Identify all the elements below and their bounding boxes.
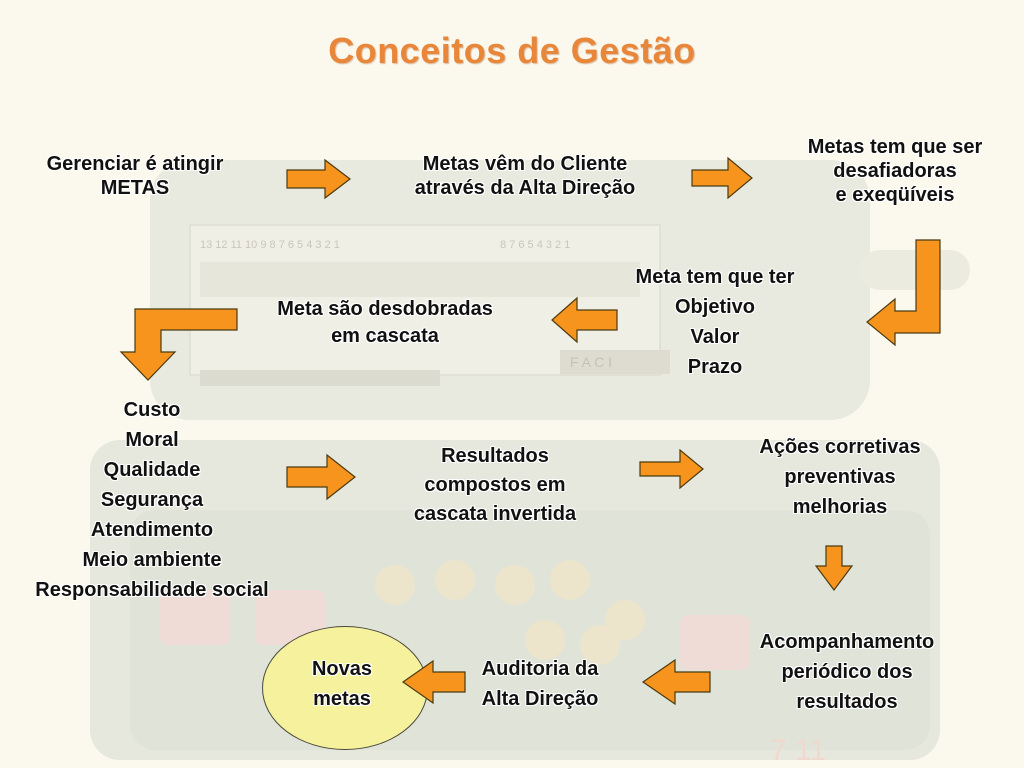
arrow-bent-right bbox=[866, 239, 941, 347]
node-line: Responsabilidade social bbox=[35, 579, 269, 601]
node-line: cascata invertida bbox=[413, 503, 577, 525]
node-line: Custo bbox=[123, 399, 181, 421]
node-line: metas bbox=[313, 688, 371, 710]
node-line: Auditoria da bbox=[481, 658, 599, 680]
node-meta-desdobradas: Meta são desdobradas em cascata bbox=[240, 296, 530, 350]
arrow-right-2 bbox=[691, 156, 753, 200]
arrow-left-1 bbox=[551, 296, 618, 344]
node-line: preventivas bbox=[784, 466, 896, 488]
node-line: compostos em bbox=[424, 474, 566, 496]
node-line: Segurança bbox=[100, 489, 204, 511]
svg-text:8 7 6 5 4 3 2 1: 8 7 6 5 4 3 2 1 bbox=[500, 239, 570, 251]
node-dimensoes: Custo Moral Qualidade Segurança Atendime… bbox=[2, 395, 302, 605]
arrow-left-3 bbox=[401, 659, 466, 705]
node-metas-cliente: Metas vêm do Cliente através da Alta Dir… bbox=[365, 152, 685, 200]
node-line: periódico dos bbox=[781, 661, 913, 683]
node-auditoria: Auditoria da Alta Direção bbox=[445, 654, 635, 714]
node-line: em cascata bbox=[331, 325, 439, 347]
svg-text:7 11: 7 11 bbox=[770, 734, 826, 767]
node-line: e exeqüíveis bbox=[835, 184, 955, 206]
svg-text:F A C I: F A C I bbox=[570, 354, 612, 370]
node-line: Resultados bbox=[441, 445, 549, 467]
node-line: Alta Direção bbox=[481, 688, 599, 710]
page-title: Conceitos de Gestão bbox=[328, 30, 696, 71]
arrow-right-1 bbox=[286, 158, 351, 200]
node-line: melhorias bbox=[792, 496, 888, 518]
node-line: Meta tem que ter bbox=[635, 266, 795, 288]
arrow-right-3 bbox=[286, 453, 356, 501]
node-line: Moral bbox=[125, 429, 179, 451]
node-acompanhamento: Acompanhamento periódico dos resultados bbox=[727, 627, 967, 717]
node-line: Novas bbox=[311, 658, 373, 680]
svg-text:13 12 11 10 9 8 7 6 5 4 3 2 1: 13 12 11 10 9 8 7 6 5 4 3 2 1 bbox=[200, 239, 340, 251]
node-resultados: Resultados compostos em cascata invertid… bbox=[370, 442, 620, 529]
arrow-bent-left bbox=[119, 308, 238, 381]
node-line: Atendimento bbox=[90, 519, 214, 541]
node-line: Objetivo bbox=[674, 296, 755, 318]
node-line: através da Alta Direção bbox=[414, 177, 636, 199]
node-line: Qualidade bbox=[103, 459, 201, 481]
node-line: Gerenciar é atingir bbox=[46, 153, 224, 175]
node-gerenciar-metas: Gerenciar é atingir METAS bbox=[10, 152, 260, 200]
arrow-left-2 bbox=[641, 658, 711, 706]
node-acoes-corretivas: Ações corretivas preventivas melhorias bbox=[725, 432, 955, 522]
node-line: Metas vêm do Cliente bbox=[422, 153, 628, 175]
node-line: Meta são desdobradas bbox=[277, 298, 493, 320]
node-line: Meio ambiente bbox=[82, 549, 222, 571]
arrow-down-1 bbox=[814, 545, 854, 591]
node-meta-objetivo: Meta tem que ter Objetivo Valor Prazo bbox=[605, 262, 825, 382]
node-line: Ações corretivas bbox=[759, 436, 921, 458]
node-metas-desafiadoras: Metas tem que ser desafiadoras e exeqüív… bbox=[770, 135, 1020, 207]
arrow-right-4 bbox=[639, 448, 704, 490]
node-line: Valor bbox=[690, 326, 740, 348]
node-line: desafiadoras bbox=[833, 160, 957, 182]
node-line: resultados bbox=[796, 691, 898, 713]
node-novas-metas: Novas metas bbox=[290, 654, 394, 714]
node-line: Prazo bbox=[687, 356, 743, 378]
node-line: Acompanhamento bbox=[759, 631, 935, 653]
novas-metas-circle bbox=[262, 626, 428, 750]
node-line: Metas tem que ser bbox=[807, 136, 983, 158]
node-line: METAS bbox=[100, 177, 170, 199]
